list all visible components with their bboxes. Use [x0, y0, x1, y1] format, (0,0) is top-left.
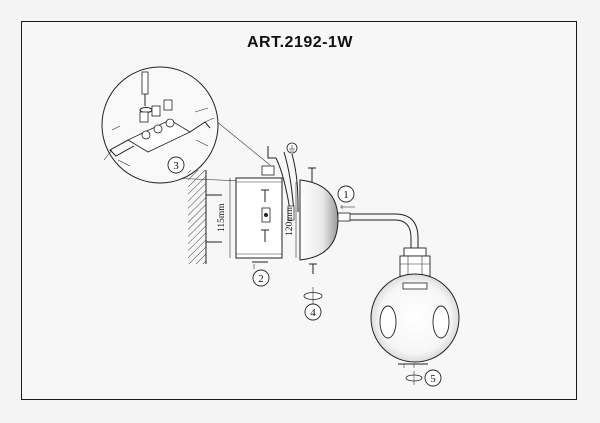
- terminal-block-icon: [103, 99, 215, 167]
- lamp-arm: [337, 212, 419, 250]
- screwdriver-icon: [141, 71, 149, 106]
- dim-115: 115mm: [217, 203, 227, 232]
- detail-magnifier: 3: [101, 66, 271, 184]
- callout-2: 2: [252, 261, 270, 287]
- callout-3-label: 3: [173, 160, 179, 172]
- wall-hatch-icon: [188, 170, 222, 264]
- dim-120: 120mm: [285, 206, 295, 236]
- canopy: 120mm: [285, 179, 339, 274]
- callout-4-label: 4: [310, 307, 316, 319]
- screw-icon: [261, 189, 271, 242]
- callout-5: 5: [398, 363, 442, 387]
- callout-4: 4: [303, 287, 323, 321]
- glass-globe-shade-icon: [370, 273, 460, 363]
- article-title: ART.2192-1W: [247, 34, 353, 51]
- supply-wires: [261, 146, 316, 221]
- callout-1: 1: [337, 185, 355, 209]
- ground-symbol-icon: [286, 142, 298, 154]
- callout-2-label: 2: [258, 273, 264, 285]
- drawing-frame: [21, 21, 577, 400]
- callout-1-label: 1: [343, 189, 349, 201]
- callout-3-circle: [167, 156, 185, 174]
- callout-5-label: 5: [430, 373, 436, 385]
- mounting-bracket: 115mm: [217, 177, 283, 259]
